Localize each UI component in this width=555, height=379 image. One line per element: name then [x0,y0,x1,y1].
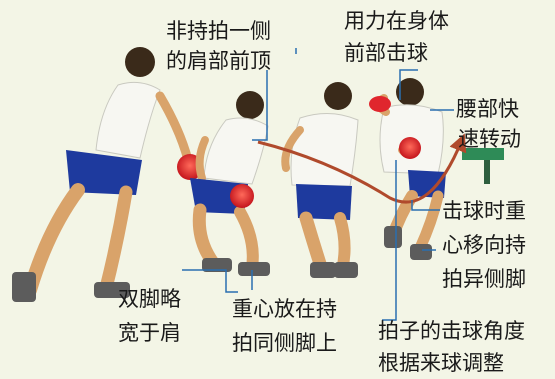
label-feet-width-2: 宽于肩 [118,321,181,345]
leader-lines [182,48,454,321]
swing-arrow-icon [257,133,467,204]
label-force-front-1: 用力在身体 [344,9,449,33]
label-weight-shift-2: 心移向持 [442,233,526,257]
player-figure-3 [281,82,359,278]
player-figure-2 [190,91,270,276]
label-weight-same-1: 重心放在持 [232,297,337,321]
player-figure-1 [12,47,203,302]
label-weight-shift-3: 拍异侧脚 [442,267,526,291]
label-feet-width-1: 双脚略 [118,287,181,311]
label-racket-angle-1: 拍子的击球角度 [378,319,525,343]
player-figure-4 [369,78,446,260]
label-force-front-2: 前部击球 [344,41,428,65]
label-weight-same-2: 拍同侧脚上 [232,331,337,355]
table-corner [462,148,504,184]
label-waist-turn-2: 速转动 [458,127,521,151]
label-weight-shift-1: 击球时重 [442,199,526,223]
label-shoulder-top-2: 的肩部前顶 [166,49,271,73]
label-waist-turn-1: 腰部快 [456,97,519,121]
label-shoulder-top-1: 非持拍一侧 [166,19,271,43]
label-racket-angle-2: 根据来球调整 [378,351,504,375]
